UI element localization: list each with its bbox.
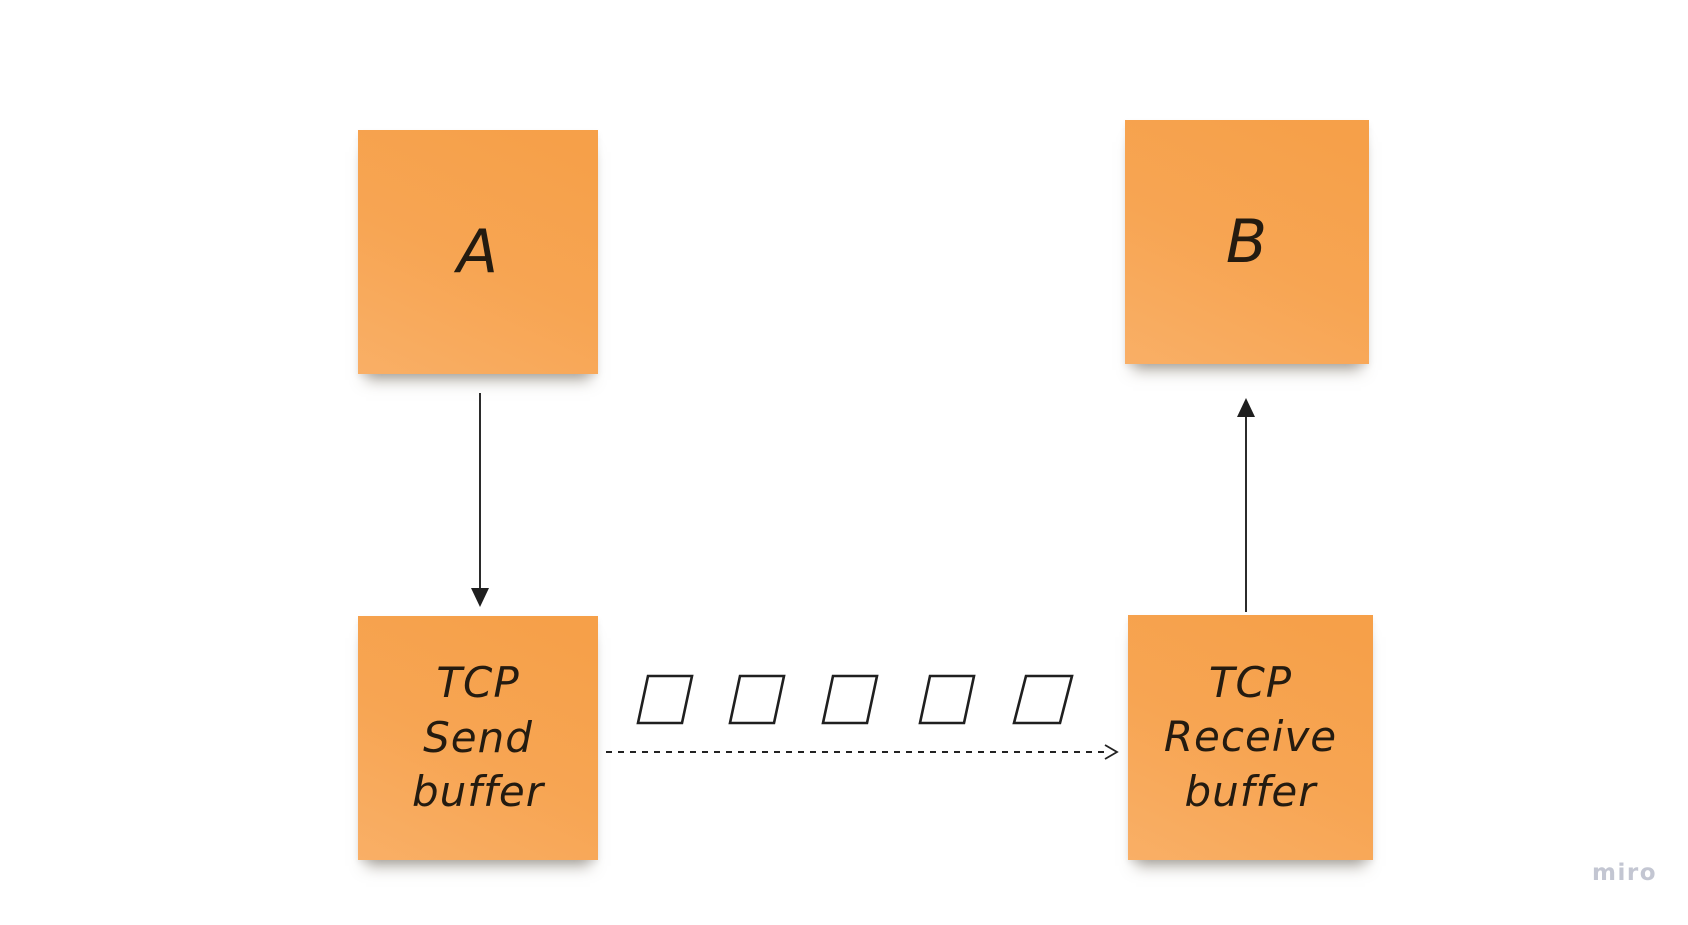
sticky-note-a-label: A <box>456 217 500 287</box>
sticky-note-receive-label: TCP Receive buffer <box>1164 656 1337 820</box>
parallelogram-packet-icon[interactable] <box>1012 674 1074 725</box>
parallelogram-packet-icon[interactable] <box>821 674 879 725</box>
receive-label-line-3: buffer <box>1184 766 1317 816</box>
sticky-note-tcp-send-buffer[interactable]: TCP Send buffer <box>358 616 598 860</box>
send-label-line-3: buffer <box>412 767 544 817</box>
sticky-note-a[interactable]: A <box>358 130 598 374</box>
send-label-line-1: TCP <box>436 658 520 708</box>
sticky-note-tcp-receive-buffer[interactable]: TCP Receive buffer <box>1128 615 1373 860</box>
sticky-note-b[interactable]: B <box>1125 120 1369 364</box>
receive-label-line-1: TCP <box>1208 657 1293 707</box>
miro-watermark: miro <box>1592 860 1657 886</box>
arrow-receive-buffer-to-b[interactable] <box>1237 398 1255 612</box>
sticky-note-b-label: B <box>1225 207 1269 277</box>
arrow-a-to-send-buffer[interactable] <box>471 393 489 607</box>
packet-icons-group <box>636 674 1074 725</box>
dashed-arrow-send-to-receive[interactable] <box>606 744 1119 760</box>
sticky-note-send-label: TCP Send buffer <box>412 656 544 820</box>
parallelogram-packet-icon[interactable] <box>728 674 786 725</box>
parallelogram-packet-icon[interactable] <box>636 674 694 725</box>
send-label-line-2: Send <box>423 712 533 762</box>
parallelogram-packet-icon[interactable] <box>918 674 976 725</box>
receive-label-line-2: Receive <box>1163 712 1338 762</box>
